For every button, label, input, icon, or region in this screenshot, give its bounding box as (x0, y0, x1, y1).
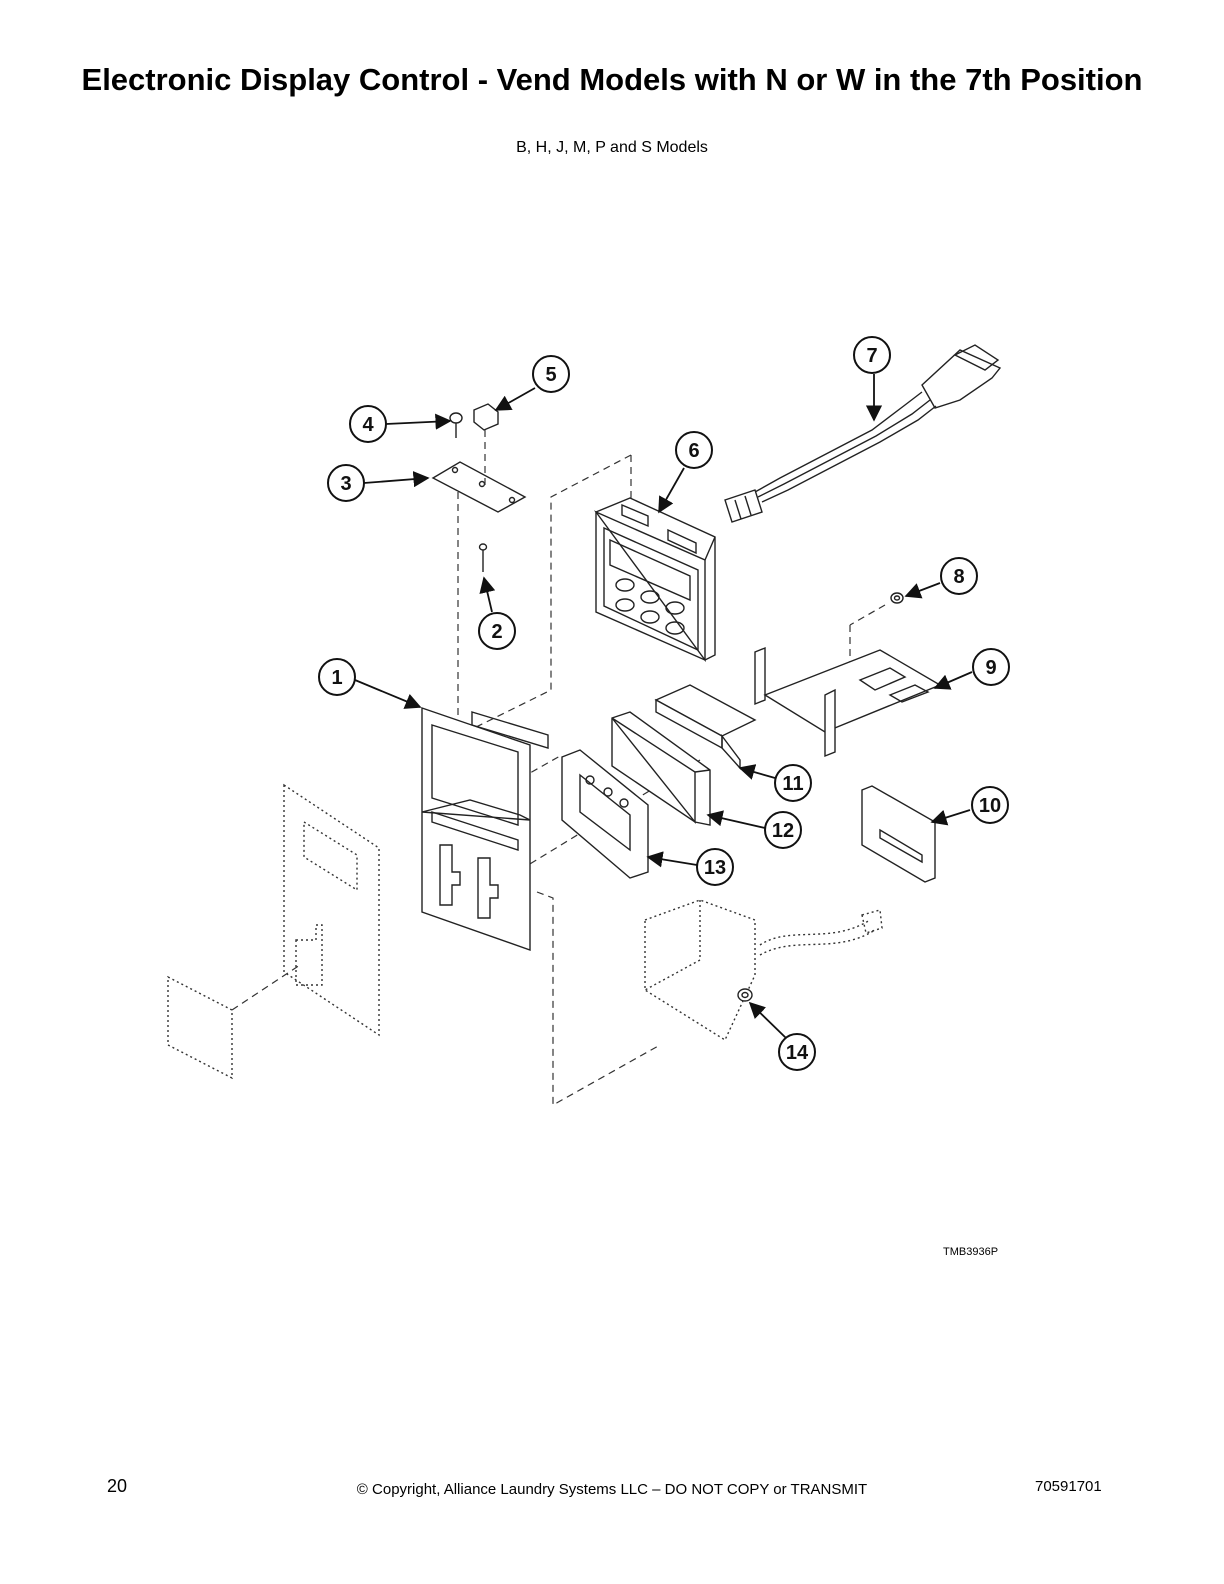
part-7-wire-harness (724, 344, 1002, 523)
part-1-mounting-bracket (421, 707, 549, 951)
part-9-bracket (754, 646, 942, 758)
part-5-clip (473, 403, 499, 485)
part-4-screw (449, 412, 463, 438)
part-10-small-bracket (861, 785, 936, 883)
part-12-board-tray (611, 711, 711, 826)
callout-5: 5 (532, 355, 570, 393)
callout-14: 14 (778, 1033, 816, 1071)
callout-7: 7 (853, 336, 891, 374)
figure-code: TMB3936P (943, 1246, 999, 1258)
svg-text:12: 12 (772, 820, 794, 842)
callout-6: 6 (675, 431, 713, 469)
part-2-pin (478, 543, 488, 572)
svg-text:9: 9 (985, 657, 996, 679)
svg-text:8: 8 (953, 566, 964, 588)
cabinet-panel-outline (167, 783, 380, 1080)
svg-text:11: 11 (782, 773, 803, 795)
svg-text:14: 14 (786, 1042, 809, 1064)
copyright-notice: © Copyright, Alliance Laundry Systems LL… (356, 1481, 868, 1498)
callout-2: 2 (478, 612, 516, 650)
callout-9: 9 (972, 648, 1010, 686)
part-3-top-plate (431, 461, 527, 513)
callout-8: 8 (940, 557, 978, 595)
svg-text:10: 10 (979, 795, 1001, 817)
part-13-gasket-plate (561, 749, 649, 879)
callout-13: 13 (696, 848, 734, 886)
document-number: 70591701 (1035, 1478, 1102, 1495)
callout-leaders (354, 374, 973, 1039)
callout-3: 3 (327, 464, 365, 502)
part-14-nut (737, 988, 753, 1002)
svg-text:6: 6 (688, 440, 699, 462)
page-number: 20 (107, 1476, 128, 1496)
callout-11: 11 (774, 764, 812, 802)
svg-text:13: 13 (704, 857, 726, 879)
svg-text:3: 3 (340, 473, 351, 495)
svg-text:1: 1 (331, 667, 342, 689)
part-6-display-control (593, 497, 716, 663)
page-title: Electronic Display Control - Vend Models… (81, 62, 1143, 97)
svg-text:4: 4 (362, 414, 374, 436)
callout-10: 10 (971, 786, 1009, 824)
part-8-nut (890, 592, 904, 604)
svg-text:2: 2 (491, 621, 502, 643)
callout-4: 4 (349, 405, 387, 443)
svg-text:7: 7 (866, 345, 877, 367)
vend-assembly-outline (644, 899, 883, 1042)
svg-text:5: 5 (545, 364, 556, 386)
callout-12: 12 (764, 811, 802, 849)
page-subtitle: B, H, J, M, P and S Models (516, 139, 708, 156)
callout-1: 1 (318, 658, 356, 696)
